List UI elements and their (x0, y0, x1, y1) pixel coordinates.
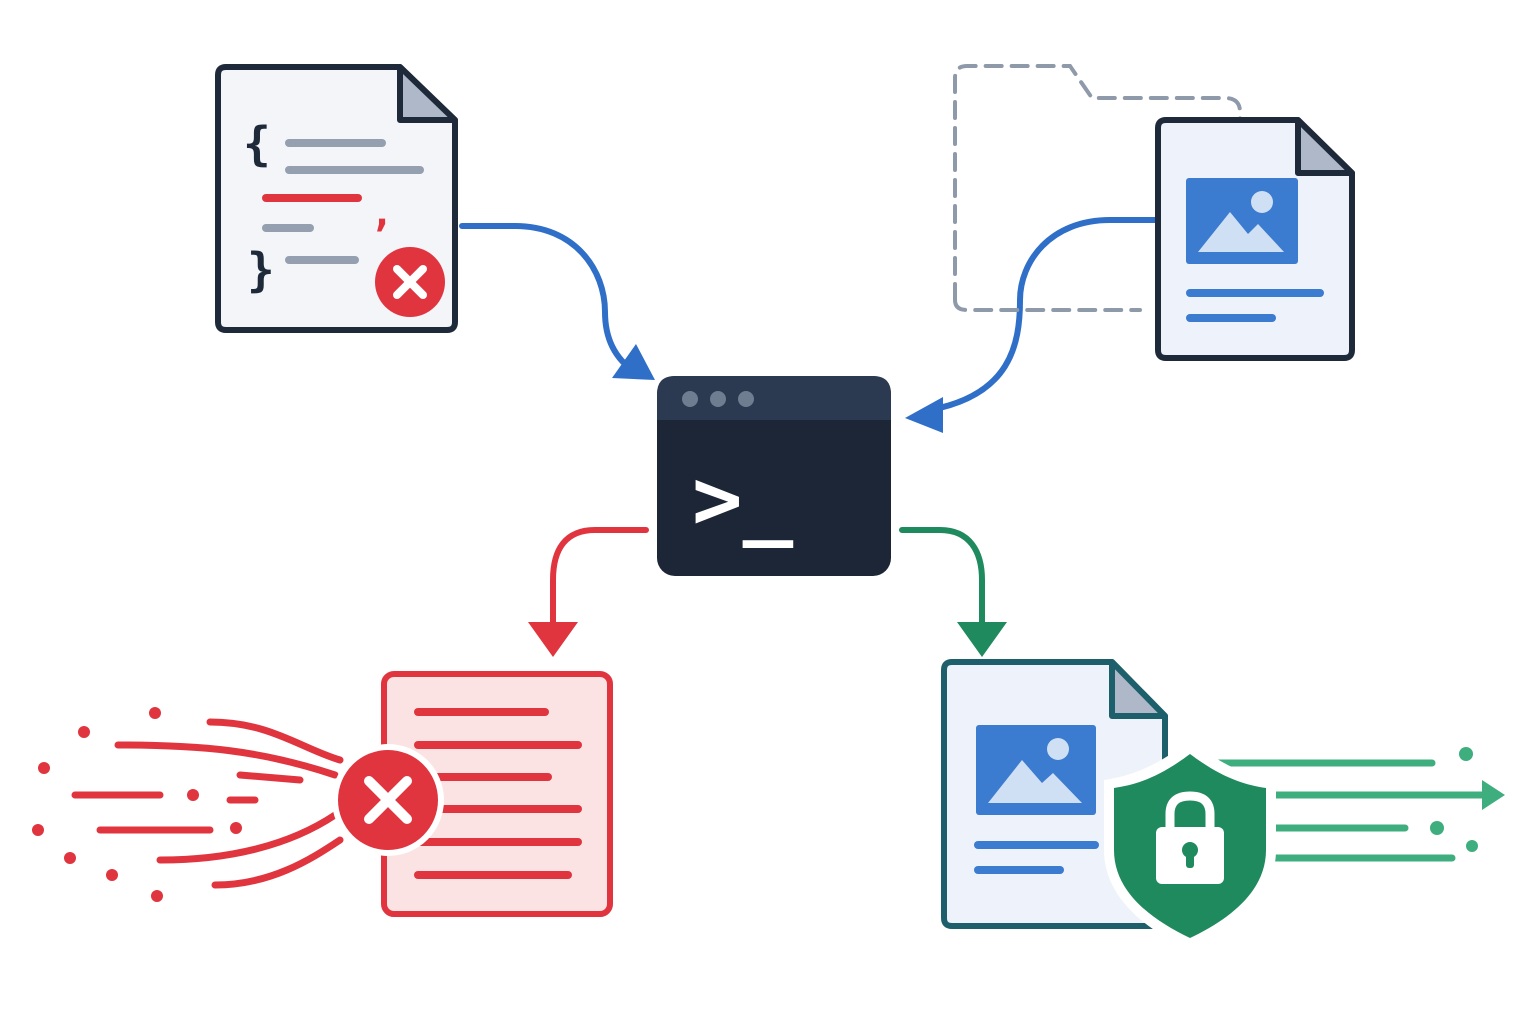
arrowhead (905, 397, 943, 433)
terminal-prompt: >_ (692, 450, 794, 548)
page-fold (1109, 659, 1168, 719)
shield-lock-icon (1104, 740, 1276, 950)
error-badge-icon (375, 247, 445, 317)
edge-terminal-to-rejected (528, 527, 649, 657)
edge-line (899, 527, 985, 625)
code-file-icon: { } , (215, 64, 458, 333)
arrowhead (612, 344, 655, 380)
picture-thumbnail (1186, 178, 1298, 264)
dashed-folder-icon (953, 64, 1242, 312)
image-file-icon (1155, 117, 1355, 361)
window-dot (682, 391, 698, 407)
picture-thumbnail (976, 725, 1096, 815)
edges (459, 217, 1158, 657)
page-fold (397, 64, 458, 123)
terminal-window-icon: >_ (657, 376, 891, 576)
terminal-body (657, 376, 891, 576)
arrowhead (528, 622, 578, 657)
edge-code-to-terminal (459, 223, 655, 380)
arrowhead (957, 622, 1007, 657)
window-dot (738, 391, 754, 407)
lock-icon (1156, 791, 1224, 884)
rejected-document-icon (332, 671, 613, 917)
window-dot (710, 391, 726, 407)
error-badge-icon (332, 744, 444, 856)
open-brace: { (243, 117, 271, 171)
edge-terminal-to-secured (899, 527, 1007, 657)
page-fold (1295, 117, 1355, 176)
close-brace: } (247, 243, 275, 297)
dissolving-stream (32, 707, 344, 902)
edge-line (459, 223, 638, 375)
edge-line (550, 527, 649, 625)
stray-comma: , (370, 190, 394, 236)
edge-image-to-terminal (905, 217, 1158, 433)
terminal-title-bar (657, 376, 891, 420)
edge-line (927, 217, 1158, 413)
